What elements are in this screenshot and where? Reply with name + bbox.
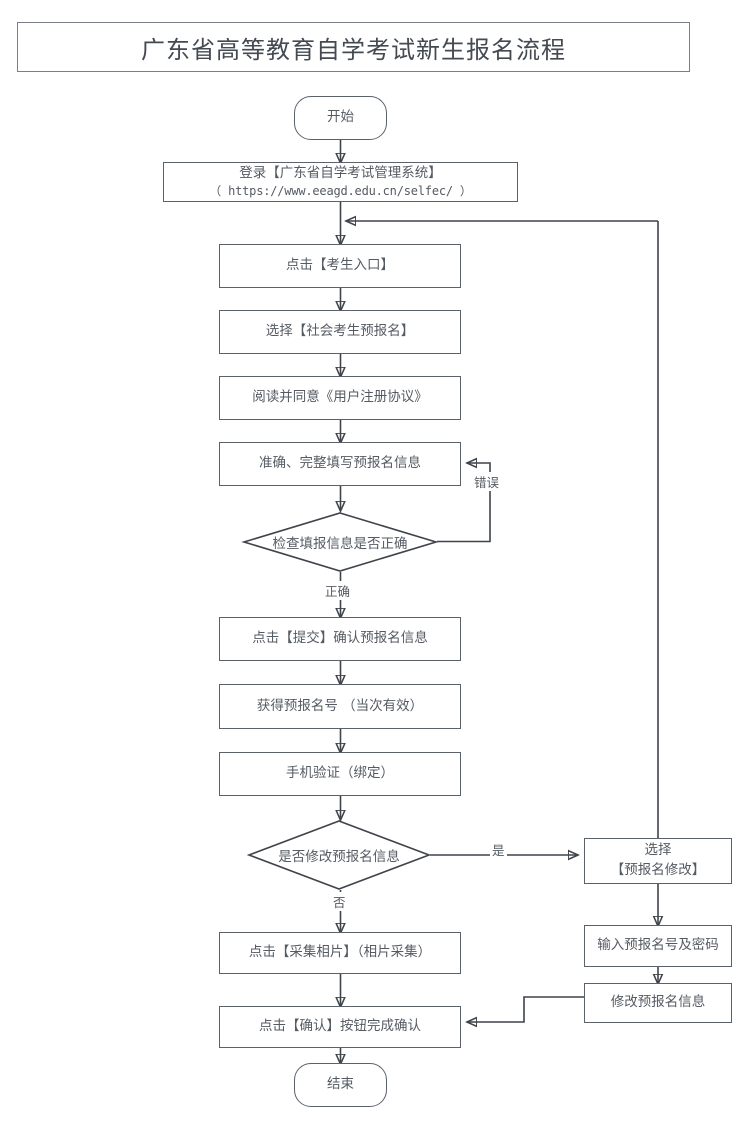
node-login-main-text: 登录【广东省自学考试管理系统】 xyxy=(239,164,442,181)
node-agree-agreement: 阅读并同意《用户注册协议》 xyxy=(219,376,461,420)
node-select-modify: 选择 【预报名修改】 xyxy=(584,838,732,884)
diamond-shape-modify xyxy=(246,820,432,890)
node-check-decision-label: 检查填报信息是否正确 xyxy=(272,536,408,552)
node-collect-photo: 点击【采集相片】（相片采集） xyxy=(219,932,461,974)
node-phone-verify: 手机验证（绑定） xyxy=(219,752,461,796)
chart-title-box: 广东省高等教育自学考试新生报名流程 xyxy=(17,22,690,72)
edge-modifyinfo-to-confirm xyxy=(468,996,584,1022)
node-end: 结束 xyxy=(294,1063,387,1107)
node-select-preregister: 选择【社会考生预报名】 xyxy=(219,310,461,354)
node-modify-decision: 是否修改预报名信息 xyxy=(246,820,432,890)
edge-label-no: 否 xyxy=(331,892,348,911)
node-submit-confirm: 点击【提交】确认预报名信息 xyxy=(219,617,461,661)
edge-error-loop xyxy=(437,463,491,543)
node-get-number: 获得预报名号 （当次有效） xyxy=(219,684,461,729)
node-check-decision: 检查填报信息是否正确 xyxy=(241,512,439,572)
node-login-system: 登录【广东省自学考试管理系统】 （ https://www.eeagd.edu.… xyxy=(163,162,518,202)
node-input-number-password: 输入预报名号及密码 xyxy=(584,925,732,967)
diamond-shape-check xyxy=(241,512,439,572)
node-modify-decision-label: 是否修改预报名信息 xyxy=(278,849,400,865)
edge-label-correct: 正确 xyxy=(323,581,353,600)
edge-label-yes: 是 xyxy=(490,840,507,859)
node-confirm-button: 点击【确认】按钮完成确认 xyxy=(219,1006,461,1048)
node-login-url-text: （ https://www.eeagd.edu.cn/selfec/ ） xyxy=(209,184,472,199)
node-modify-info: 修改预报名信息 xyxy=(584,983,732,1023)
edge-label-error: 错误 xyxy=(472,472,502,491)
node-candidate-entry: 点击【考生入口】 xyxy=(219,244,461,288)
page-title: 广东省高等教育自学考试新生报名流程 xyxy=(141,35,566,64)
node-start: 开始 xyxy=(294,96,387,140)
node-fill-info: 准确、完整填写预报名信息 xyxy=(219,442,461,486)
